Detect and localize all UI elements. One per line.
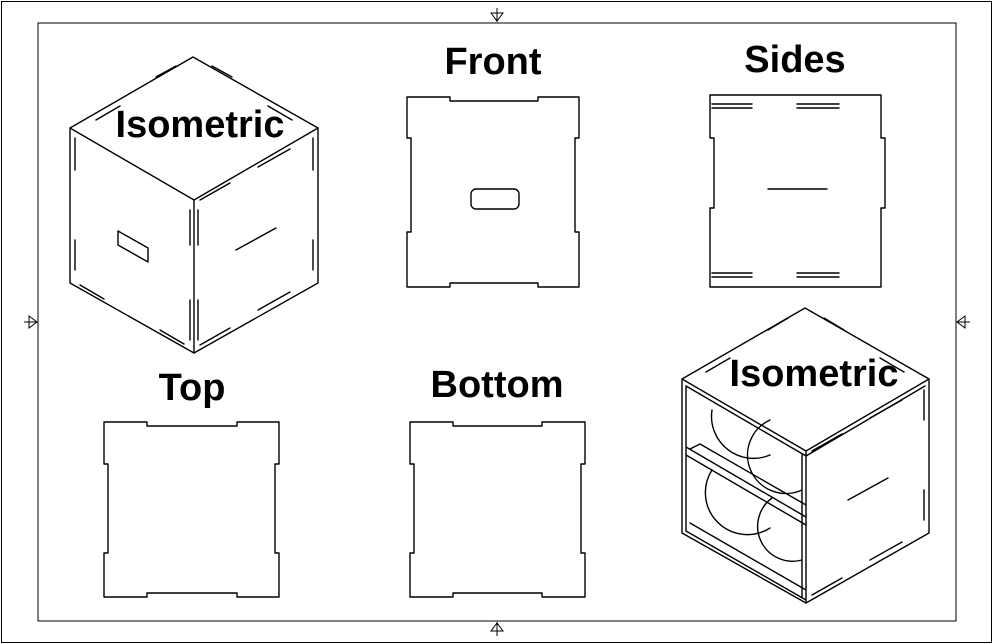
sides-label: Sides (744, 39, 846, 81)
isometric-label-open: Isometric (729, 353, 899, 395)
drawing-frame (37, 22, 957, 622)
sides-view (709, 94, 886, 288)
frame-center-marks (24, 8, 970, 636)
front-label: Front (444, 41, 542, 83)
isometric-label: Isometric (115, 104, 285, 146)
front-view (406, 96, 580, 288)
bottom-label: Bottom (430, 364, 564, 406)
isometric-view-closed (69, 56, 319, 354)
top-label: Top (158, 367, 226, 409)
handle-cutout (470, 188, 520, 210)
top-view (103, 421, 280, 598)
bottom-view (409, 421, 586, 598)
isometric-view-open (681, 307, 930, 604)
